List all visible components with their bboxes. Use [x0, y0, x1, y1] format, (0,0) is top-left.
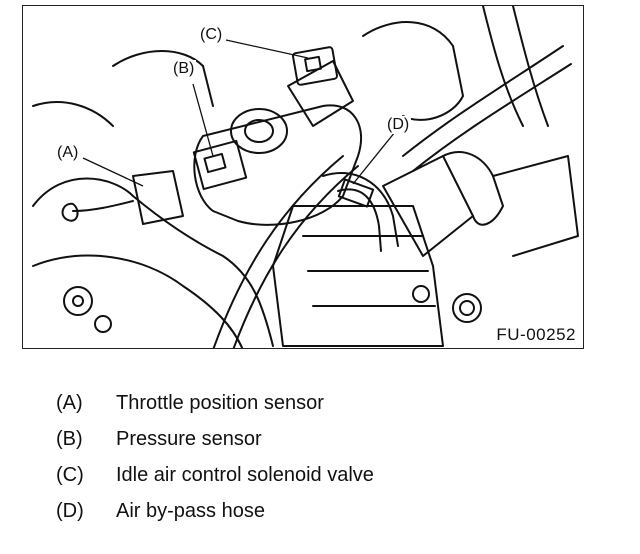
upper-bracket	[112, 50, 214, 107]
callout-c: (C)	[198, 26, 225, 44]
callout-b: (B)	[171, 60, 197, 78]
legend-key: (B)	[56, 428, 83, 450]
legend-key: (D)	[56, 500, 84, 522]
leader-a	[82, 157, 144, 187]
pipe-upper-4	[512, 6, 549, 127]
throttle-sensor-body	[132, 170, 184, 225]
engine-illustration	[32, 6, 579, 348]
throttle-body	[193, 104, 363, 226]
legend-item: (D) Air by-pass hose	[56, 500, 374, 536]
legend-text: Idle air control solenoid valve	[116, 464, 374, 486]
engine-block-bottom	[32, 254, 244, 348]
leader-d	[352, 131, 396, 185]
air-bypass-hose	[322, 171, 399, 247]
legend-text: Throttle position sensor	[116, 392, 324, 414]
pipe-upper-3	[482, 6, 524, 127]
iac-connector	[292, 46, 338, 86]
bolt-right	[452, 293, 482, 323]
pressure-sensor-body	[192, 139, 248, 191]
figure-id-label: FU-00252	[493, 325, 579, 345]
legend-text: Air by-pass hose	[116, 500, 265, 522]
bolt-left	[63, 286, 93, 316]
pipe-upper-1	[402, 45, 564, 157]
legend-item: (C) Idle air control solenoid valve	[56, 464, 374, 500]
throttle-bore	[230, 108, 288, 154]
leader-c	[225, 39, 309, 59]
long-hose-b	[232, 165, 359, 348]
legend-list: (A) Throttle position sensor (B) Pressur…	[56, 392, 374, 536]
engine-block-left	[32, 177, 274, 347]
iac-valve-body	[287, 60, 354, 127]
legend-key: (C)	[56, 464, 84, 486]
legend-text: Pressure sensor	[116, 428, 262, 450]
callout-d: (D)	[385, 116, 412, 134]
leader-b	[192, 83, 214, 157]
legend-key: (A)	[56, 392, 83, 414]
bolt-lower-left	[94, 315, 112, 333]
long-hose-a	[212, 155, 344, 348]
throttle-sensor-wire	[72, 200, 134, 212]
pipe-upper-2	[412, 63, 572, 172]
legend-item: (B) Pressure sensor	[56, 428, 374, 464]
bolt-mid	[412, 285, 430, 303]
callout-a: (A)	[55, 144, 81, 162]
engine-diagram-frame: (A) (B) (C) (D) FU-00252	[22, 5, 584, 349]
legend-item: (A) Throttle position sensor	[56, 392, 374, 428]
